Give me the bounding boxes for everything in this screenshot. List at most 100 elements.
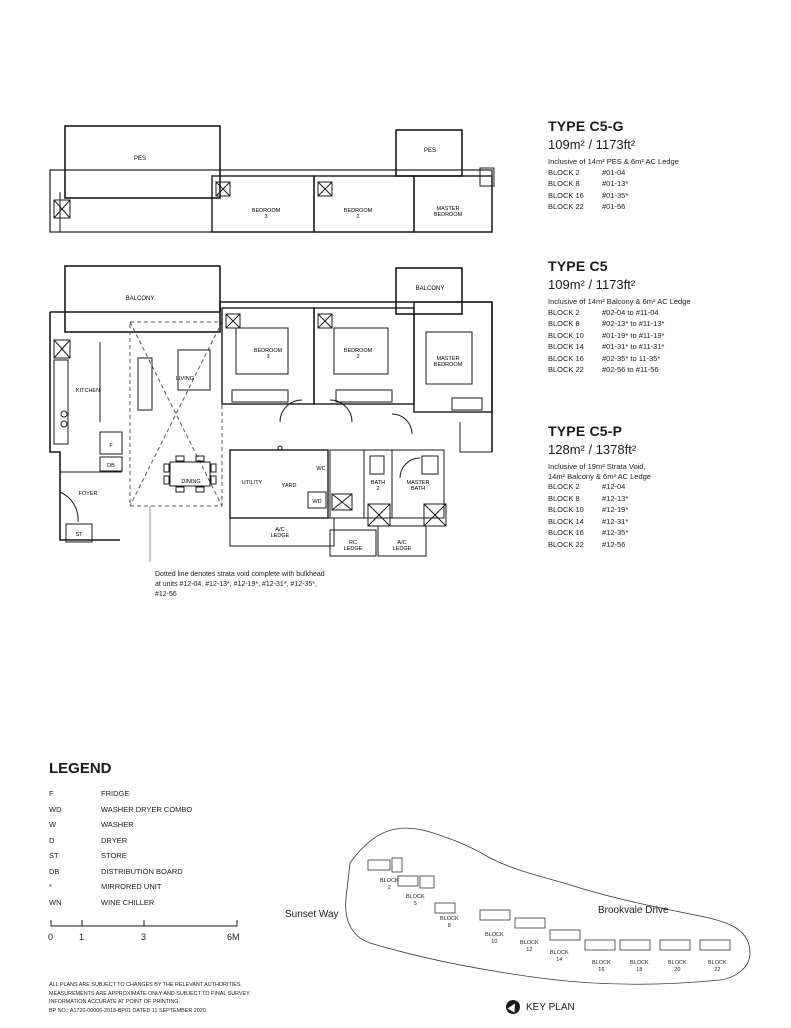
scale-bar: 0 1 3 6M — [45, 917, 245, 947]
block-label-num: 8 — [447, 923, 451, 929]
scale-label-1: 1 — [79, 932, 85, 942]
scale-label-6m: 6M — [227, 932, 240, 942]
block-name: BLOCK 8 — [548, 319, 580, 328]
bedroom-3-label: BEDROOM — [252, 208, 281, 214]
master-bedroom-label: MASTER — [437, 356, 460, 362]
block-units: #01-13* — [602, 179, 629, 188]
disclaimer-line: BP NO.: A1720-00006-2018-BP01 DATED 11 S… — [49, 1007, 208, 1014]
living-label: LIVING — [176, 376, 194, 382]
block-units: #02-56 to #11-56 — [602, 365, 659, 374]
fridge-label: F — [109, 443, 113, 449]
store-label: ST — [75, 532, 83, 538]
legend-value: FRIDGE — [101, 789, 130, 798]
legend-value: STORE — [101, 851, 127, 860]
block-label-word: BLOCK — [520, 940, 539, 946]
db-label: DB — [107, 463, 115, 469]
block-units: #02-04 to #11-04 — [602, 307, 659, 317]
key-plan-label: KEY PLAN — [526, 1001, 575, 1013]
block-units: #12-04 — [602, 482, 626, 491]
block-row: BLOCK 16 #12-35* — [548, 527, 651, 539]
legend-title: LEGEND — [49, 760, 112, 777]
block-label-word: BLOCK — [592, 960, 611, 966]
legend-key: W — [49, 820, 57, 829]
street-brookvale-drive: Brookvale Drive — [598, 905, 669, 916]
block-row: BLOCK 16#02-35* to 11-35* — [548, 353, 691, 365]
block-name: BLOCK 2 — [548, 167, 580, 177]
block-label-num: 20 — [674, 967, 681, 973]
block-name: BLOCK 8 — [548, 493, 580, 503]
type-inclusive: Inclusive of 14m² Balcony & 6m² AC Ledge — [548, 297, 691, 306]
wc-label: WC — [316, 466, 325, 472]
block-units: #01-35* — [602, 190, 629, 200]
legend-value: MIRRORED UNIT — [101, 882, 162, 891]
block-units: #02-35* to 11-35* — [602, 353, 661, 363]
block-label-num: 2 — [387, 885, 391, 891]
street-sunset-way: Sunset Way — [285, 909, 339, 920]
disclaimer: ALL PLANS ARE SUBJECT TO CHANGES BY THE … — [49, 981, 309, 1015]
type-area: 128m² / 1378ft² — [548, 442, 637, 457]
pes-label: PES — [134, 156, 146, 162]
scale-label-0: 0 — [48, 932, 54, 942]
master-bedroom-label-2: BEDROOM — [434, 362, 463, 368]
legend-value: DRYER — [101, 835, 128, 845]
disclaimer-line: INFORMATION ACCURATE AT POINT OF PRINTIN… — [49, 999, 180, 1005]
type-title: TYPE C5-P — [548, 423, 623, 439]
type-title: TYPE C5-G — [548, 118, 624, 134]
block-units: #12-35* — [602, 528, 629, 537]
legend-row: WD WASHER DRYER COMBO — [49, 805, 192, 821]
block-label-word: BLOCK — [440, 916, 459, 922]
block-units: #01-19* to #11-19* — [602, 330, 665, 340]
legend-value: WINE CHILLER — [101, 897, 155, 907]
block-label-word: BLOCK — [708, 960, 727, 966]
kitchen-label: KITCHEN — [76, 388, 100, 394]
block-name: BLOCK 2 — [548, 482, 580, 491]
bedroom-3-num: 3 — [266, 354, 269, 360]
rc-ledge-label: RC — [349, 540, 357, 546]
block-units: #12-13* — [602, 493, 629, 503]
legend-row: W WASHER — [49, 820, 192, 836]
ac-ledge-label-2: LEDGE — [271, 533, 290, 539]
unit-type-c5g: TYPE C5-G 109m² / 1173ft² Inclusive of 1… — [548, 118, 679, 213]
block-label-num: 16 — [598, 967, 605, 973]
block-label-num: 12 — [526, 947, 533, 953]
block-label-word: BLOCK — [550, 950, 569, 956]
block-units: #01-56 — [602, 202, 626, 211]
foyer-label: FOYER — [79, 491, 98, 497]
legend-key: F — [49, 789, 54, 798]
block-name: BLOCK 14 — [548, 516, 584, 526]
bedroom-2-label: BEDROOM — [344, 208, 373, 214]
block-row: BLOCK 16#01-35* — [548, 190, 679, 202]
legend-value: DISTRIBUTION BOARD — [101, 866, 183, 876]
balcony-label: BALCONY — [126, 296, 155, 302]
strata-void-note: Dotted line denotes strata void complete… — [155, 571, 325, 598]
block-name: BLOCK 8 — [548, 179, 580, 188]
type-inclusive: Inclusive of 19m² Strata Void, 14m² Balc… — [548, 462, 651, 481]
block-label-num: 14 — [556, 957, 563, 963]
legend-value: WASHER — [101, 820, 134, 829]
legend-value: WASHER DRYER COMBO — [101, 804, 193, 814]
block-units: #02-13* to #11-13* — [602, 319, 665, 328]
scale-bar-graphic — [50, 920, 238, 927]
block-name: BLOCK 16 — [548, 528, 584, 537]
block-name: BLOCK 2 — [548, 307, 580, 317]
ac-ledge-label: A/C — [275, 527, 284, 533]
block-units: #12-19* — [602, 505, 629, 514]
floor-plan-type-c5: BALCONY BALCONY BEDROOM 3 BEDROOM 2 MAST… — [49, 265, 493, 562]
block-label-num: 5 — [413, 901, 417, 907]
legend-key: WD — [49, 804, 62, 814]
type-area: 109m² / 1173ft² — [548, 137, 636, 152]
disclaimer-line: ALL PLANS ARE SUBJECT TO CHANGES BY THE … — [49, 982, 242, 988]
bath-2-label: BATH — [371, 480, 385, 486]
